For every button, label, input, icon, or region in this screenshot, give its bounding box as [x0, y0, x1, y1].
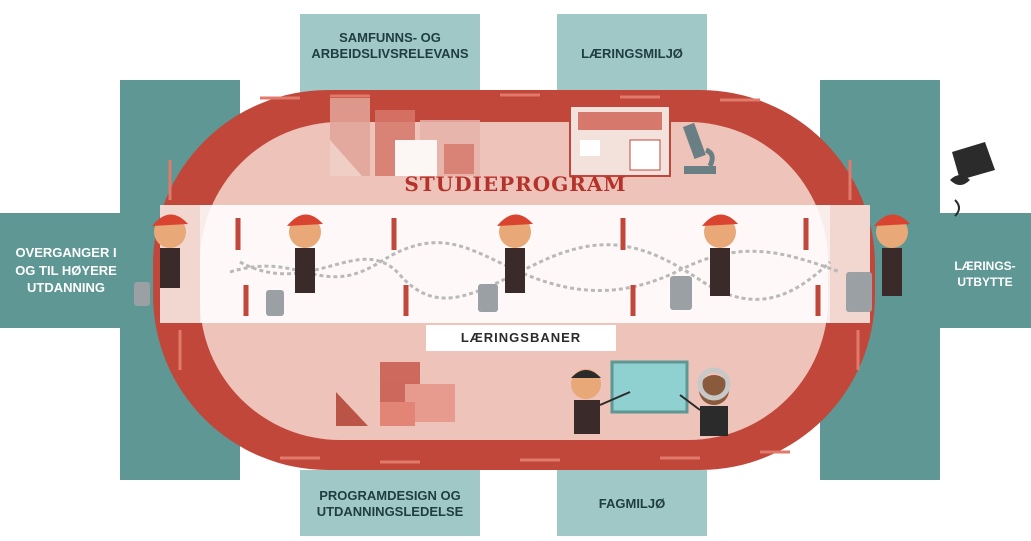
label-programdesign: PROGRAMDESIGN OG UTDANNINGSLEDELSE [300, 488, 480, 521]
label-laeringsmiljo: LÆRINGSMILJØ [557, 46, 707, 62]
label-line: LÆRINGS- [940, 258, 1030, 274]
label-line: UTDANNINGSLEDELSE [300, 504, 480, 520]
lane-label: LÆRINGSBANER [426, 325, 616, 351]
label-line: UTBYTTE [940, 274, 1030, 290]
label-line: UTDANNING [2, 279, 130, 297]
label-line: OG TIL HØYERE [2, 262, 130, 280]
label-line: LÆRINGSMILJØ [557, 46, 707, 62]
label-fagmiljo: FAGMILJØ [557, 496, 707, 512]
label-line: OVERGANGER I [2, 244, 130, 262]
label-line: PROGRAMDESIGN OG [300, 488, 480, 504]
label-overganger: OVERGANGER I OG TIL HØYERE UTDANNING [2, 244, 130, 297]
label-line: FAGMILJØ [557, 496, 707, 512]
label-line: ARBEIDSLIVSRELEVANS [300, 46, 480, 62]
label-line: SAMFUNNS- OG [300, 30, 480, 46]
track-title: STUDIEPROGRAM [0, 172, 1031, 196]
label-laeringsutbytte: LÆRINGS- UTBYTTE [940, 258, 1030, 290]
school-building-illustration [570, 106, 670, 176]
label-samfunns-arbeidsliv: SAMFUNNS- OG ARBEIDSLIVSRELEVANS [300, 30, 480, 63]
